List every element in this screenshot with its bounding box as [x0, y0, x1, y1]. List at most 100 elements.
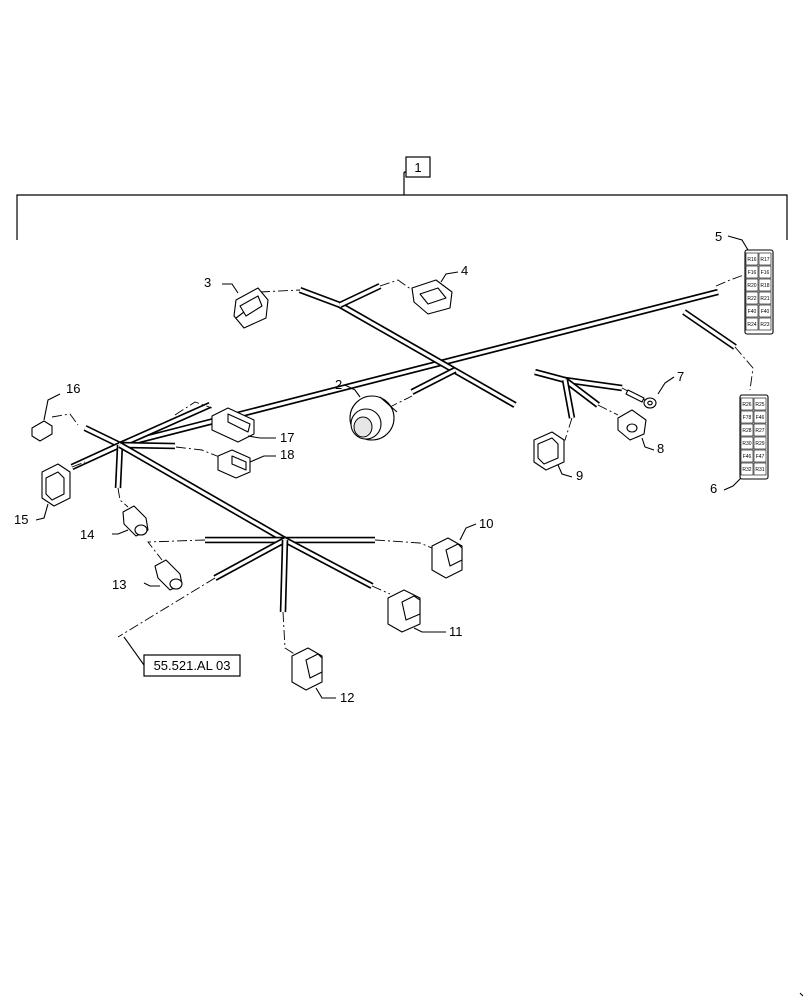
corner-mark [799, 992, 804, 997]
assembly-bracket: 1 [16, 156, 788, 240]
harness-wire-segment [564, 378, 623, 390]
component-10-connector[interactable]: 10 [431, 516, 493, 579]
fuse-slot [740, 397, 754, 411]
component-12-connector[interactable]: 12 [291, 647, 354, 705]
harness-wire-segment [281, 539, 287, 613]
component-16-connector[interactable]: 16 [31, 381, 80, 442]
harness-wire-segment [284, 538, 373, 588]
fuse-slot [753, 462, 767, 476]
fuse-slot [740, 462, 754, 476]
reference-label-text: 55.521.AL 03 [154, 658, 231, 673]
harness-wire-segment [299, 288, 341, 307]
harness-wire-segment [119, 403, 211, 447]
fuse-slot [745, 304, 759, 318]
harness-wire-segment [339, 303, 516, 407]
component-18-connector[interactable]: 18 [217, 447, 294, 479]
component-8-connector[interactable]: 8 [617, 409, 664, 456]
fuse-slot [745, 252, 759, 266]
component-11-connector[interactable]: 11 [387, 589, 463, 639]
fuse-slot-label: F16 [761, 270, 770, 276]
callout-6: 6 [710, 481, 717, 496]
fuse-slot-label: R30 [742, 441, 751, 447]
fuse-slot-label: R22 [747, 296, 756, 302]
fuse-slot-label: R25 [755, 402, 764, 408]
harness-wire-segment [683, 310, 736, 349]
harness-wire-segment [116, 444, 122, 489]
fuse-slot [753, 449, 767, 463]
fuse-slot [753, 436, 767, 450]
callout-9: 9 [576, 468, 583, 483]
fuse-slot [758, 278, 772, 292]
component-4-connector[interactable]: 4 [411, 263, 468, 315]
fuse-slot-label: R31 [755, 467, 764, 473]
callout-12: 12 [340, 690, 354, 705]
callout-8: 8 [657, 441, 664, 456]
fuse-slot [758, 291, 772, 305]
fuse-slot-label: R29 [755, 441, 764, 447]
reference-label[interactable]: 55.521.AL 03 [123, 636, 241, 677]
fuse-slot-label: F78 [743, 415, 752, 421]
fuse-slot [753, 423, 767, 437]
fuse-slot [740, 436, 754, 450]
fuse-slot [753, 397, 767, 411]
fuse-slot [758, 304, 772, 318]
harness-wire-segment [119, 443, 286, 542]
component-2-circular-connector[interactable]: 2 [335, 377, 398, 441]
callout-10: 10 [479, 516, 493, 531]
callout-18: 18 [280, 447, 294, 462]
component-14-connector[interactable]: 14 [80, 505, 149, 542]
callout-4: 4 [461, 263, 468, 278]
fuse-slot-label: R24 [747, 322, 756, 328]
callout-3: 3 [204, 275, 211, 290]
fuse-slot [758, 265, 772, 279]
fuse-slot [745, 278, 759, 292]
fuse-slot-label: R18 [760, 283, 769, 289]
fuse-slot-label: R21 [760, 296, 769, 302]
fuse-slot [753, 410, 767, 424]
fuse-slot [745, 265, 759, 279]
fuse-slot [758, 252, 772, 266]
fuse-slot-label: R16 [747, 257, 756, 263]
harness-wire-segment [564, 378, 599, 407]
callout-14: 14 [80, 527, 94, 542]
fuse-slot-label: F46 [756, 415, 765, 421]
connection-lines [51, 271, 754, 656]
component-15-connector[interactable]: 15 [14, 463, 71, 527]
callout-11: 11 [449, 624, 463, 639]
component-17-connector[interactable]: 17 [211, 407, 294, 445]
harness-wire-segment [563, 379, 574, 419]
fuse-slot-label: F16 [748, 270, 757, 276]
fuse-slot-label: R32 [742, 467, 751, 473]
callout-13: 13 [112, 577, 126, 592]
component-3-connector[interactable]: 3 [204, 275, 269, 329]
callout-17: 17 [280, 430, 294, 445]
fuse-slot [740, 410, 754, 424]
assembly-callout-box[interactable] [405, 156, 431, 178]
fuse-slot-label: R20 [747, 283, 756, 289]
harness-wire-segment [84, 426, 121, 447]
harness-wire-segment [339, 284, 381, 307]
fuse-slot-label: R23 [760, 322, 769, 328]
callout-5: 5 [715, 229, 722, 244]
fuse-slot-label: F40 [748, 309, 757, 315]
callout-2: 2 [335, 377, 342, 392]
component-13-connector[interactable]: 13 [112, 559, 183, 592]
harness-wire-segment [534, 370, 566, 382]
callout-7: 7 [677, 369, 684, 384]
fuse-slot-label: F40 [761, 309, 770, 315]
component-9-connector[interactable]: 9 [533, 431, 583, 483]
harness-wire-segment [214, 538, 286, 580]
component-7-ring-terminal[interactable]: 7 [625, 369, 684, 409]
fuse-slot-label: R17 [760, 257, 769, 263]
fuse-slot-label: F46 [743, 454, 752, 460]
harness-wire-segment [71, 443, 121, 469]
harness-wire-segment [411, 368, 456, 394]
fuse-slot [758, 317, 772, 331]
fuse-slot [745, 291, 759, 305]
fuse-slot-label: R26 [742, 402, 751, 408]
harness-wires [70, 283, 737, 613]
fuse-slot-label: F47 [756, 454, 765, 460]
